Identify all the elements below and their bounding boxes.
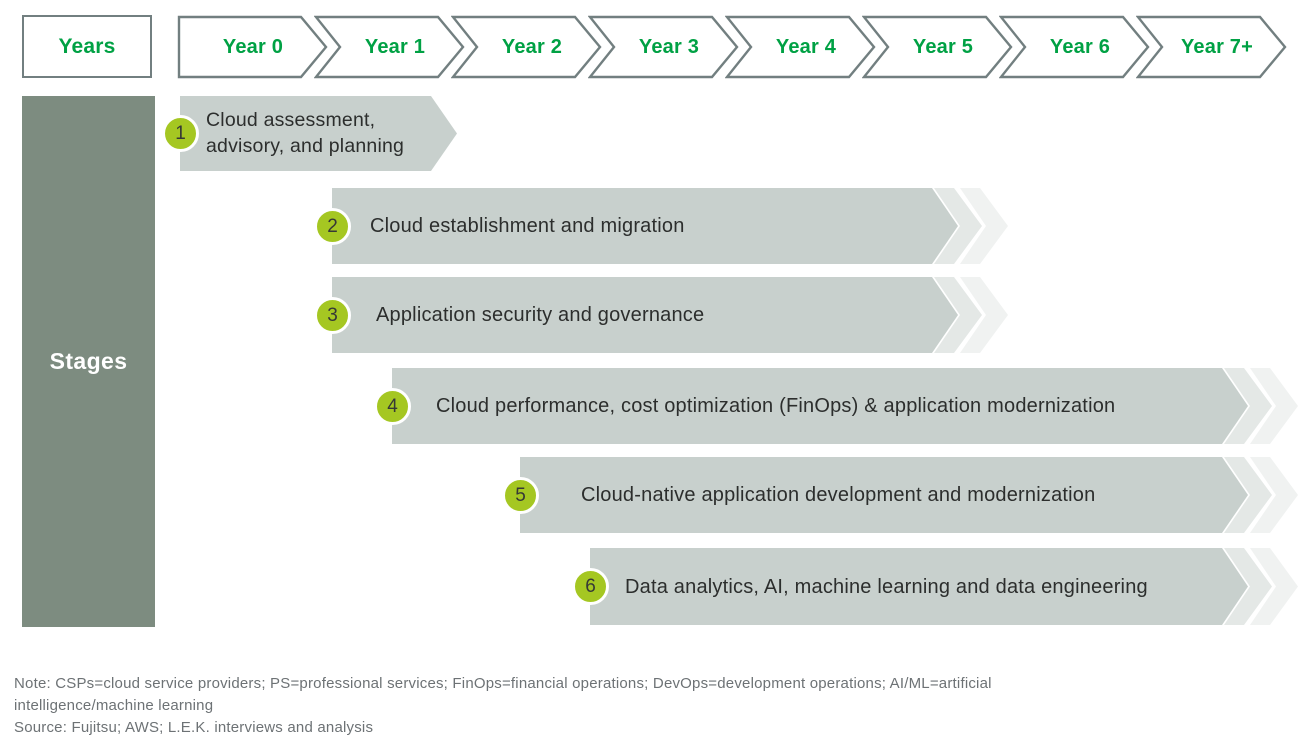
- year-header-label: Year 2: [501, 35, 563, 58]
- year-chevron-shape: [999, 15, 1150, 79]
- year-chevron-shape: [177, 15, 328, 79]
- years-row-label: Years: [58, 34, 116, 58]
- stage-number-badge-5: 5: [502, 477, 539, 514]
- stage-number-badge-4: 4: [374, 388, 411, 425]
- year-header-label: Year 4: [775, 35, 837, 58]
- year-header-label: Year 7+: [1180, 35, 1254, 58]
- year-header-cell-6: Year 6: [999, 15, 1151, 79]
- stage-label: Application security and governance: [376, 304, 705, 326]
- stage-number-badge-3: 3: [314, 297, 351, 334]
- source-line: Source: Fujitsu; AWS; L.E.K. interviews …: [14, 719, 374, 736]
- year-header-label: Year 1: [364, 35, 426, 58]
- stage-bar-3: Application security and governance: [332, 277, 958, 353]
- year-header-label: Year 6: [1049, 35, 1111, 58]
- year-chevron-shape: [725, 15, 876, 79]
- stage-bar-1: Cloud assessment, advisory, and planning: [180, 96, 457, 171]
- stage-number-badge-1: 1: [162, 115, 199, 152]
- year-chevron-shape: [862, 15, 1013, 79]
- year-chevron-shape: [588, 15, 739, 79]
- year-header-label: Year 5: [912, 35, 974, 58]
- stage-number: 5: [515, 484, 526, 506]
- year-chevron-shape: [314, 15, 465, 79]
- year-chevron-shape: [451, 15, 602, 79]
- year-header-cell-5: Year 5: [862, 15, 1014, 79]
- year-header-cell-7: Year 7+: [1136, 15, 1288, 79]
- stage-number: 6: [585, 575, 596, 597]
- stage-number: 4: [387, 395, 398, 417]
- year-header-cell-2: Year 2: [451, 15, 603, 79]
- footnotes: Note: CSPs=cloud service providers; PS=p…: [14, 673, 1289, 739]
- stage-bar-6: Data analytics, AI, machine learning and…: [590, 548, 1248, 625]
- note-line-2: intelligence/machine learning: [14, 697, 214, 714]
- stage-bar-5: Cloud-native application development and…: [520, 457, 1248, 533]
- stage-number: 1: [175, 122, 186, 144]
- stage-label: Cloud assessment, advisory, and planning: [206, 109, 405, 157]
- stage-bar-4: Cloud performance, cost optimization (Fi…: [392, 368, 1248, 444]
- stage-number: 2: [327, 215, 338, 237]
- year-header-cell-0: Year 0: [177, 15, 329, 79]
- year-header-label: Year 3: [638, 35, 700, 58]
- stage-label: Data analytics, AI, machine learning and…: [625, 575, 1148, 598]
- years-row-label-box: Years: [22, 15, 152, 78]
- year-header-label: Year 0: [222, 35, 284, 58]
- stages-sidebar-label: Stages: [49, 348, 128, 374]
- stage-number-badge-6: 6: [572, 568, 609, 605]
- stages-sidebar: Stages: [22, 96, 155, 627]
- stage-label: Cloud performance, cost optimization (Fi…: [436, 395, 1116, 417]
- stage-number: 3: [327, 304, 338, 326]
- year-header-cell-3: Year 3: [588, 15, 740, 79]
- note-line-1: Note: CSPs=cloud service providers; PS=p…: [14, 675, 992, 692]
- stage-label: Cloud establishment and migration: [370, 215, 685, 237]
- stage-bar-2: Cloud establishment and migration: [332, 188, 958, 264]
- year-chevron-shape: [1136, 15, 1287, 79]
- stage-label: Cloud-native application development and…: [581, 484, 1096, 506]
- year-header-cell-1: Year 1: [314, 15, 466, 79]
- year-header-cell-4: Year 4: [725, 15, 877, 79]
- stage-number-badge-2: 2: [314, 208, 351, 245]
